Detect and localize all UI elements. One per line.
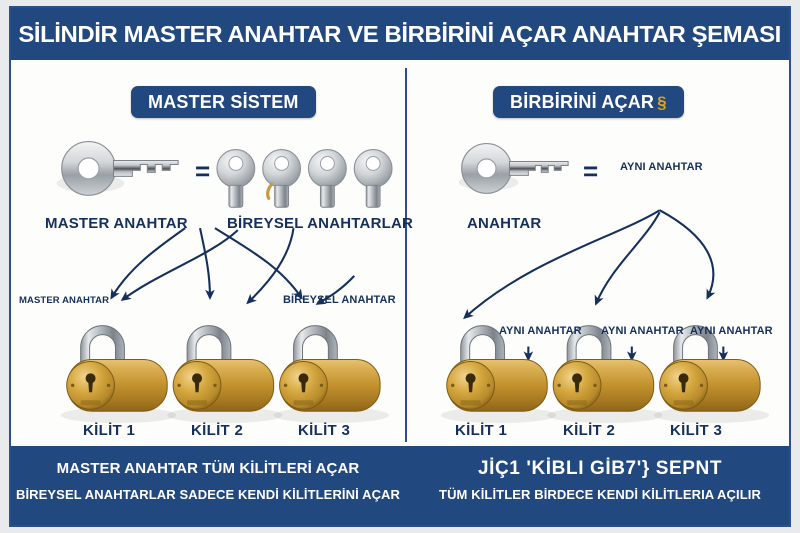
lock-label-right-2: KİLİT 2 [563, 422, 616, 439]
diagram-board: MASTER SİSTEM MASTER ANAHTAR = BİREYSEL … [11, 60, 789, 450]
arrow-label-same-key-2: AYNI ANAHTAR [601, 325, 684, 337]
footer-left-line-1: MASTER ANAHTAR TÜM KİLİTLERİ AÇAR [56, 460, 360, 477]
footer-right-line-1: JİÇ1 'KİBLI GİB7'} SEPNT [477, 458, 723, 479]
footer-right-column: JİÇ1 'KİBLI GİB7'} SEPNT TÜM KİLİTLER Bİ… [407, 446, 793, 525]
arrow-label-same-key-3: AYNI ANAHTAR [690, 325, 773, 337]
arrow-label-individual-key: BİREYSEL ANAHTAR [283, 294, 396, 306]
lock-label-left-1: KİLİT 1 [83, 422, 136, 439]
individual-keys-label: BİREYSEL ANAHTARLAR [227, 215, 414, 232]
center-divider [405, 68, 407, 442]
right-equals-sign: = [583, 156, 599, 186]
section-badge-keyed-alike-label: BİRBİRİNİ AÇAR [510, 91, 655, 112]
page-title: SİLİNDİR MASTER ANAHTAR VE BİRBİRİNİ AÇA… [18, 20, 782, 47]
poster-footer: MASTER ANAHTAR TÜM KİLİTLERİ AÇAR BİREYS… [11, 446, 789, 525]
poster-root: SİLİNDİR MASTER ANAHTAR VE BİRBİRİNİ AÇA… [9, 6, 791, 527]
section-badge-master-system: MASTER SİSTEM [131, 86, 316, 118]
footer-left-column: MASTER ANAHTAR TÜM KİLİTLERİ AÇAR BİREYS… [11, 446, 405, 525]
poster-title-bar: SİLİNDİR MASTER ANAHTAR VE BİRBİRİNİ AÇA… [11, 8, 789, 60]
footer-left-line-2: BİREYSEL ANAHTARLAR SADECE KENDİ KİLİTLE… [15, 487, 401, 502]
arrow-label-same-key-1: AYNI ANAHTAR [499, 325, 582, 337]
master-key-label: MASTER ANAHTAR [45, 215, 188, 232]
section-badge-keyed-alike: BİRBİRİNİ AÇAR § [493, 86, 684, 118]
left-equals-sign: = [195, 156, 211, 186]
same-key-label: AYNI ANAHTAR [620, 161, 703, 173]
lock-label-right-3: KİLİT 3 [670, 422, 723, 439]
arrow-label-master-key: MASTER ANAHTAR [19, 295, 110, 306]
footer-right-line-2: TÜM KİLİTLER BİRDECE KENDİ KİLİTLERIA AÇ… [439, 487, 761, 502]
right-key-label: ANAHTAR [467, 215, 542, 232]
lock-label-right-1: KİLİT 1 [455, 422, 508, 439]
lock-label-left-2: KİLİT 2 [191, 422, 244, 439]
section-badge-master-system-label: MASTER SİSTEM [148, 91, 299, 112]
section-glyph-icon: § [657, 92, 667, 112]
lock-label-left-3: KİLİT 3 [298, 422, 351, 439]
left-panel: MASTER SİSTEM MASTER ANAHTAR = BİREYSEL … [11, 60, 413, 450]
right-panel: BİRBİRİNİ AÇAR § ANAHTAR = AYNI ANAHTAR … [407, 60, 793, 450]
